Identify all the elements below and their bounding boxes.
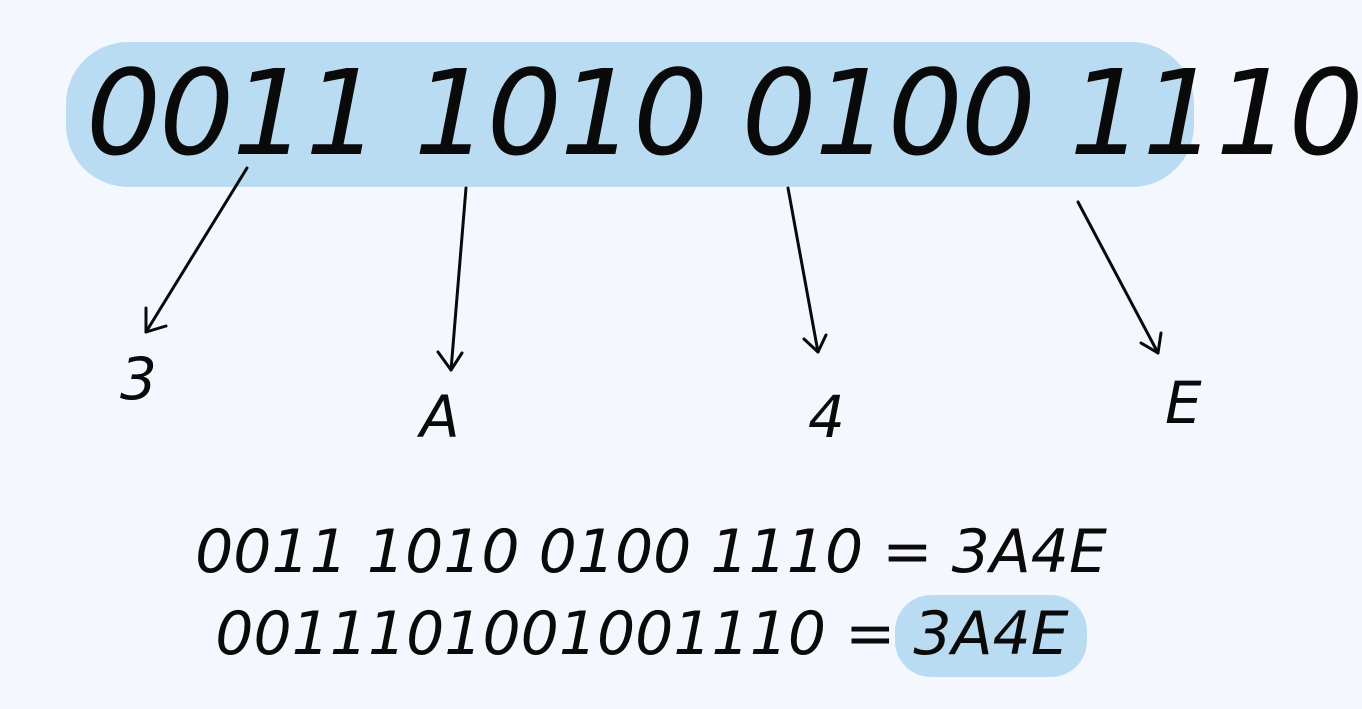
hex-digit-3: 3 — [120, 345, 157, 413]
equation-ungrouped: 0011101001001110 =3A4E — [0, 595, 1302, 677]
equation-ungrouped-equals: = — [845, 599, 896, 669]
equation-grouped-equals: = — [882, 517, 933, 587]
hex-digit-e: E — [1165, 369, 1202, 437]
arrow-group-4 — [1076, 200, 1163, 355]
conversion-arrows — [144, 166, 1163, 372]
binary-highlight-pill — [66, 42, 1194, 187]
equation-grouped: 0011 1010 0100 1110 = 3A4E — [0, 522, 1302, 582]
arrow-group-1 — [144, 166, 249, 334]
arrow-group-3 — [786, 186, 828, 354]
equation-grouped-binary: 0011 1010 0100 1110 — [195, 517, 864, 587]
arrow-group-2 — [436, 186, 468, 372]
equation-ungrouped-hex-highlight: 3A4E — [895, 595, 1087, 677]
equation-ungrouped-binary: 0011101001001110 — [215, 599, 827, 669]
equation-grouped-hex: 3A4E — [951, 517, 1107, 587]
binary-number-grouped: 0011 1010 0100 1110 — [86, 44, 1362, 182]
hex-digit-4: 4 — [808, 383, 845, 451]
hex-digit-a: A — [420, 383, 460, 451]
